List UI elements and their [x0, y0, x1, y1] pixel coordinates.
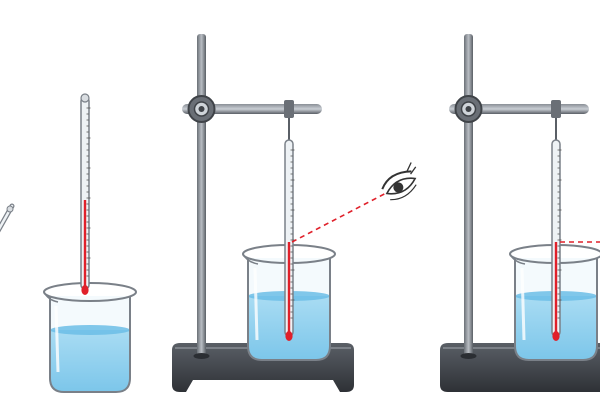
- panel-b: [43, 93, 137, 393]
- thermometer-icon: [0, 203, 15, 233]
- panel-a: [0, 203, 15, 233]
- sight-line: [291, 189, 393, 243]
- beaker-icon: [43, 282, 137, 393]
- thermometer-icon: [80, 93, 91, 295]
- panel-d: [440, 34, 600, 392]
- eye-icon: [381, 162, 417, 201]
- panel-c: [172, 34, 417, 392]
- thermometer-icon: [284, 139, 295, 341]
- water: [50, 330, 130, 392]
- thermometer-icon: [551, 139, 562, 341]
